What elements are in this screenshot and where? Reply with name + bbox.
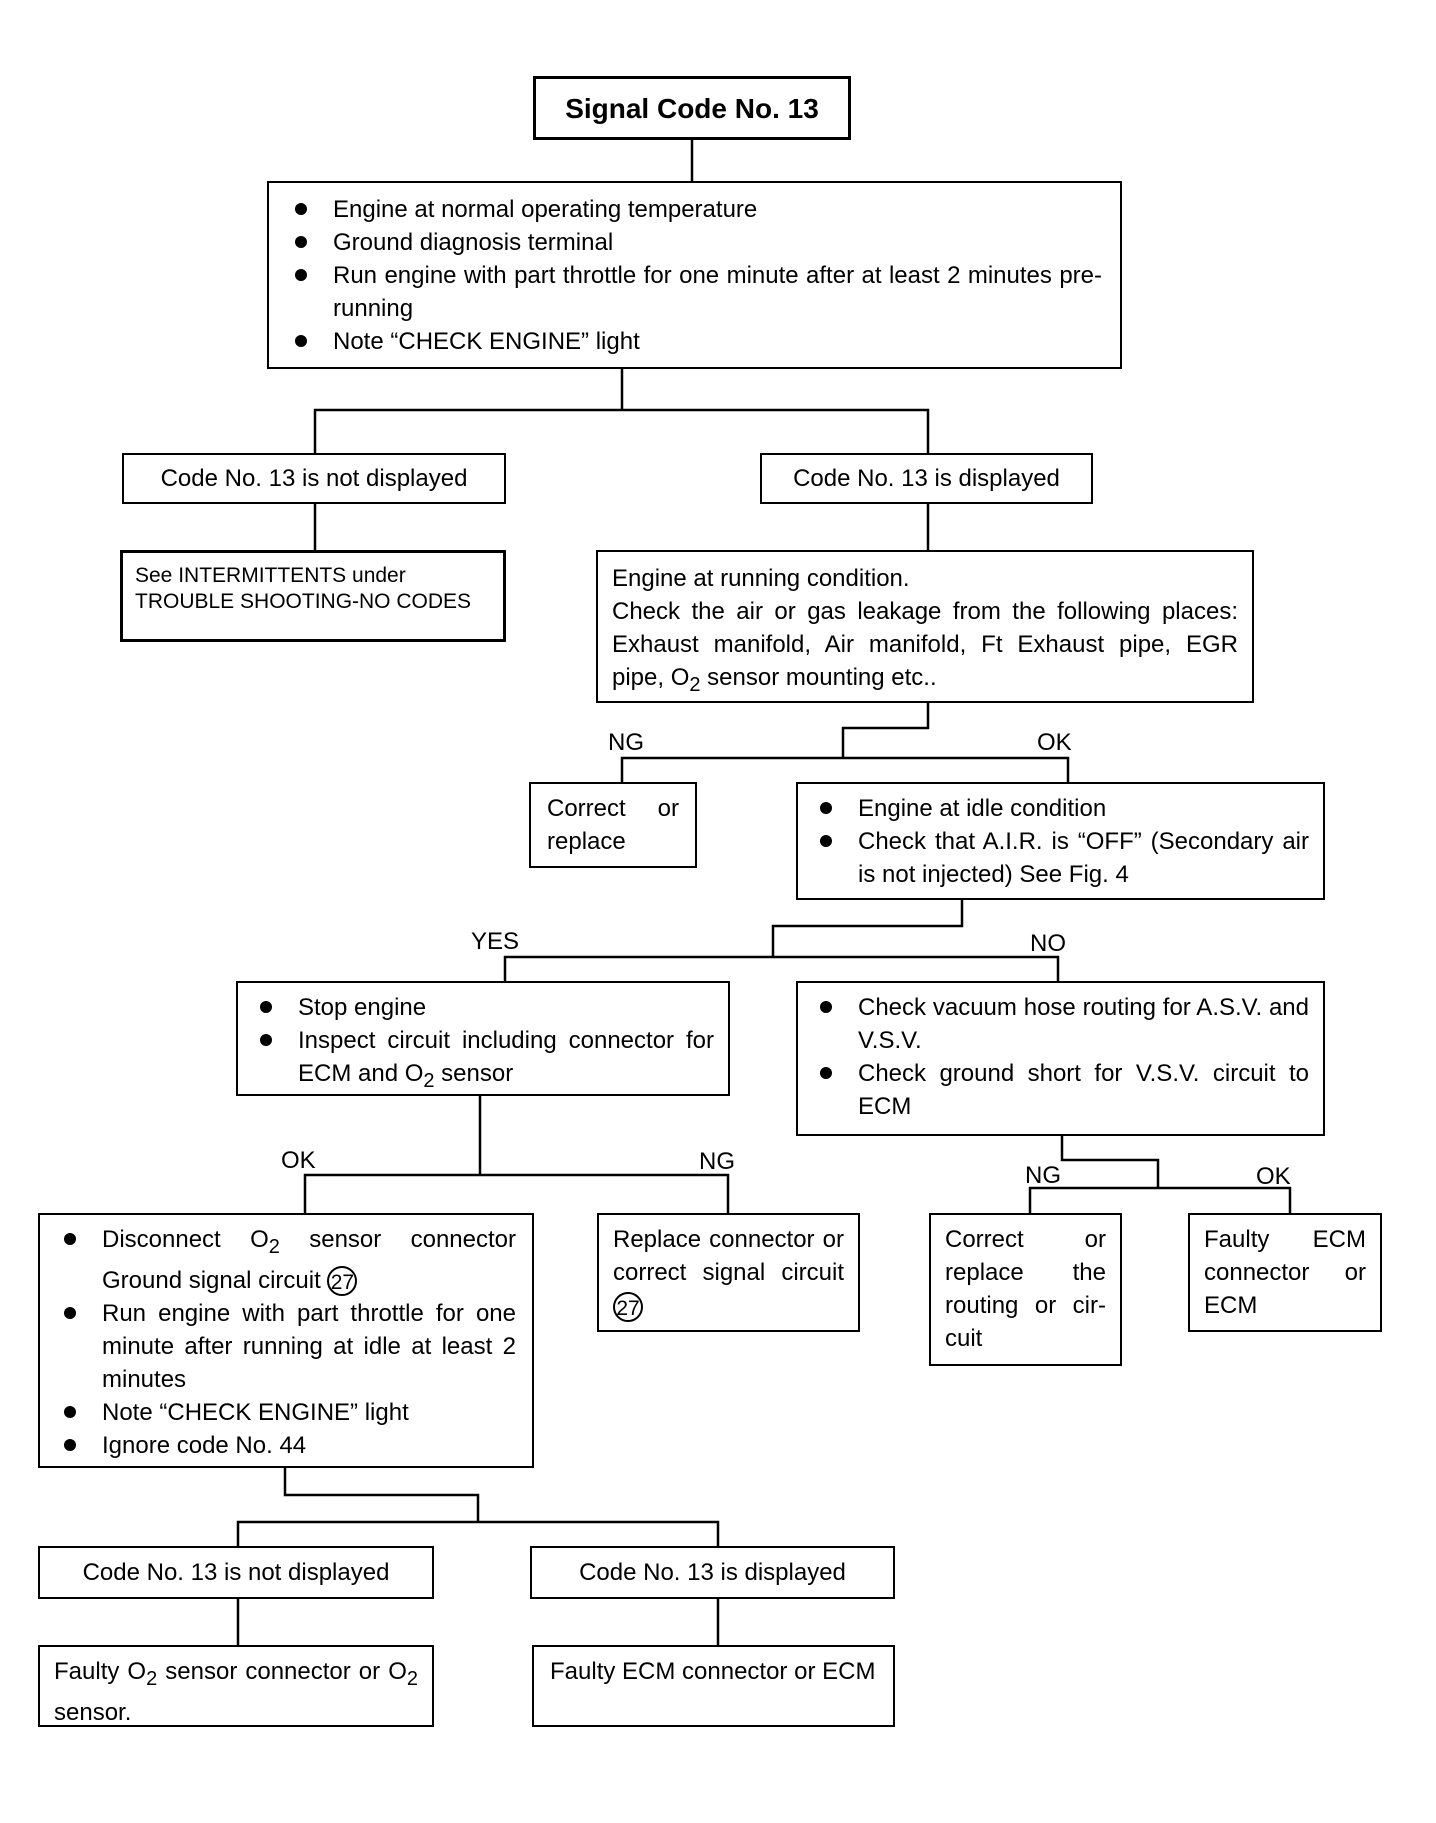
label-ng: NG [1025,1162,1061,1189]
start-conditions-box: Engine at normal operating temperature G… [267,181,1122,369]
vacuum-check-item: Check ground short for V.S.V. circuit to… [812,1057,1309,1123]
correct-replace-box: Correct or replace [529,782,697,868]
start-item: Note “CHECK ENGINE” light [287,325,1102,358]
signal-code-title: Signal Code No. 13 [533,76,851,140]
label-ok: OK [281,1147,316,1174]
label-ok: OK [1037,729,1072,756]
intermittents-line: See INTERMITTENTS under [135,564,406,587]
idle-check-item: Check that A.I.R. is “OFF” (Secondary ai… [812,825,1309,891]
leak-check-line: Engine at running condition. [612,565,910,592]
code-not-displayed-box: Code No. 13 is not displayed [122,453,506,504]
line-leak-to-split [620,702,1070,783]
disconnect-item: Note “CHECK ENGINE” light [56,1396,516,1429]
disconnect-o2-box: Disconnect O2 sensor connector Ground si… [38,1213,534,1468]
line-stop-to-split [303,1095,730,1215]
stop-engine-item: Inspect circuit including connector for … [252,1024,714,1098]
code-displayed-box: Code No. 13 is displayed [760,453,1093,504]
intermittents-line: TROUBLE SHOOTING-NO CODES [135,590,472,613]
faulty-ecm-box: Faulty ECM connector or ECM [1188,1213,1382,1332]
start-item: Ground diagnosis terminal [287,226,1102,259]
start-item: Engine at normal operating temperature [287,193,1102,226]
idle-check-box: Engine at idle condition Check that A.I.… [796,782,1325,900]
line-idle-to-split [503,899,1060,983]
disconnect-item: Run engine with part throttle for one mi… [56,1297,516,1396]
idle-check-item: Engine at idle condition [812,792,1309,825]
stop-engine-item: Stop engine [252,991,714,1024]
disconnect-item: Disconnect O2 sensor connector Ground si… [56,1223,516,1297]
line-disconnect-to-split [236,1467,720,1548]
label-no: NO [1030,930,1066,957]
intermittents-box: See INTERMITTENTS under TROUBLE SHOOTING… [120,550,506,642]
code-displayed-box: Code No. 13 is displayed [530,1546,895,1599]
faulty-o2-box: Faulty O2 sensor connector or O2 sensor. [38,1645,434,1727]
vacuum-check-item: Check vacuum hose routing for A.S.V. and… [812,991,1309,1057]
line-vacuum-to-split [1028,1135,1292,1215]
leak-check-box: Engine at running condition. Check the a… [596,550,1254,703]
correct-routing-box: Correct or replace the routing or cir- c… [929,1213,1122,1366]
label-ng: NG [608,729,644,756]
replace-connector-box: Replace connector or correct signal circ… [597,1213,860,1332]
faulty-ecm-box: Faulty ECM connector or ECM [532,1645,895,1727]
disconnect-item: Ignore code No. 44 [56,1429,516,1462]
label-yes: YES [471,928,520,955]
circuit-number-badge: 27 [327,1266,358,1297]
label-ng: NG [699,1148,735,1175]
line-start-to-branch1 [313,368,930,455]
circuit-number-badge: 27 [613,1291,643,1322]
vacuum-check-box: Check vacuum hose routing for A.S.V. and… [796,981,1325,1136]
code-not-displayed-box: Code No. 13 is not displayed [38,1546,434,1599]
start-item: Run engine with part throttle for one mi… [287,259,1102,325]
stop-engine-box: Stop engine Inspect circuit including co… [236,981,730,1096]
leak-check-line: Check the air or gas leakage from the fo… [612,598,1238,696]
label-ok: OK [1256,1163,1291,1190]
